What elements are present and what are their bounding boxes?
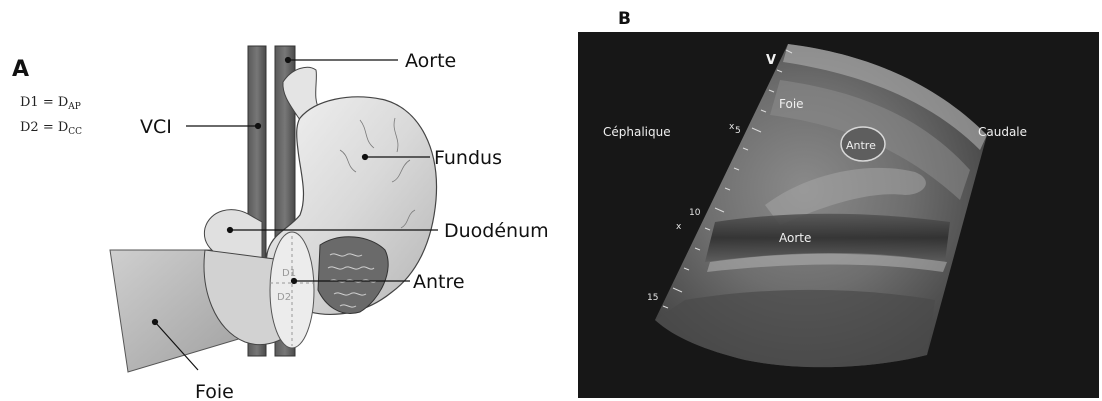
- depth-label-10: 10: [689, 208, 701, 218]
- panel-b-letter: B: [618, 9, 631, 29]
- depth-label-5: 5: [735, 126, 741, 136]
- label-duodenum: Duodénum: [444, 220, 549, 242]
- leader-dot-aorte: [286, 58, 291, 63]
- panel-b-ultrasound-image: B V 5 10 15 x x Céphalique Caudale: [575, 0, 1102, 401]
- leader-dot-vci: [256, 124, 261, 129]
- label-antre: Antre: [413, 271, 465, 293]
- caliper-mark-2: x: [676, 222, 682, 232]
- label-caudale: Caudale: [978, 125, 1027, 139]
- label-aorte-us: Aorte: [779, 231, 811, 245]
- d1-label: D1: [282, 268, 296, 279]
- label-foie-us: Foie: [779, 97, 804, 111]
- leader-dot-fundus: [363, 155, 368, 160]
- leader-dot-foie: [153, 320, 158, 325]
- formula-d1: D1 = DAP: [20, 95, 81, 112]
- formula-d2-lhs: D2 = D: [20, 120, 68, 135]
- d2-label: D2: [277, 292, 291, 303]
- caliper-mark-1: x: [729, 122, 735, 132]
- label-antre-us: Antre: [846, 139, 876, 152]
- formula-d2-sub: CC: [68, 127, 82, 137]
- panel-a-letter: A: [12, 57, 29, 82]
- panel-a-anatomy-diagram: A D1 = DAP D2 = DCC D1 D2: [0, 0, 575, 401]
- label-aorte: Aorte: [405, 50, 456, 72]
- formula-d1-lhs: D1 = D: [20, 95, 68, 110]
- leader-dot-duodenum: [228, 228, 233, 233]
- leader-dot-antre: [292, 279, 297, 284]
- formula-d2: D2 = DCC: [20, 120, 82, 137]
- label-foie: Foie: [195, 381, 234, 401]
- depth-label-15: 15: [647, 293, 658, 303]
- probe-orientation-marker: V: [766, 53, 776, 68]
- label-vci: VCI: [140, 116, 172, 138]
- label-cephalique: Céphalique: [603, 125, 671, 139]
- formula-d1-sub: AP: [67, 102, 81, 112]
- label-fundus: Fundus: [434, 147, 502, 169]
